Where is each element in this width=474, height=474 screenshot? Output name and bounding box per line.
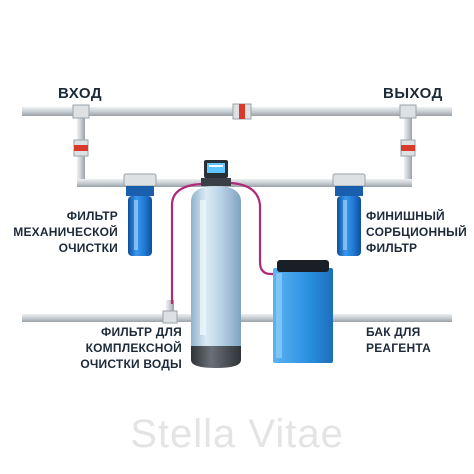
main-pipe-top — [22, 103, 452, 120]
finishing-filter-label: ФИНИШНЫЙ СОРБЦИОННЫЙ ФИЛЬТР — [366, 209, 467, 255]
reagent-tank — [273, 260, 333, 363]
watermark: Stella Vitae — [130, 412, 344, 456]
outlet-valve — [400, 139, 416, 157]
complex-filter-tank — [191, 160, 241, 368]
brine-hose — [230, 181, 284, 276]
outlet-label: ВЫХОД — [383, 85, 443, 102]
drain-hose — [170, 182, 202, 304]
reagent-tank-label: БАК ДЛЯ РЕАГЕНТА — [366, 325, 431, 355]
mechanical-filter-label: ФИЛЬТР МЕХАНИЧЕСКОЙ ОЧИСТКИ — [13, 209, 118, 255]
mechanical-filter — [123, 173, 157, 256]
inlet-valve — [73, 139, 89, 157]
inlet-label: ВХОД — [58, 85, 103, 102]
finishing-filter — [332, 173, 366, 256]
complex-filter-label: ФИЛЬТР ДЛЯ КОМПЛЕКСНОЙ ОЧИСТКИ ВОДЫ — [80, 325, 182, 371]
